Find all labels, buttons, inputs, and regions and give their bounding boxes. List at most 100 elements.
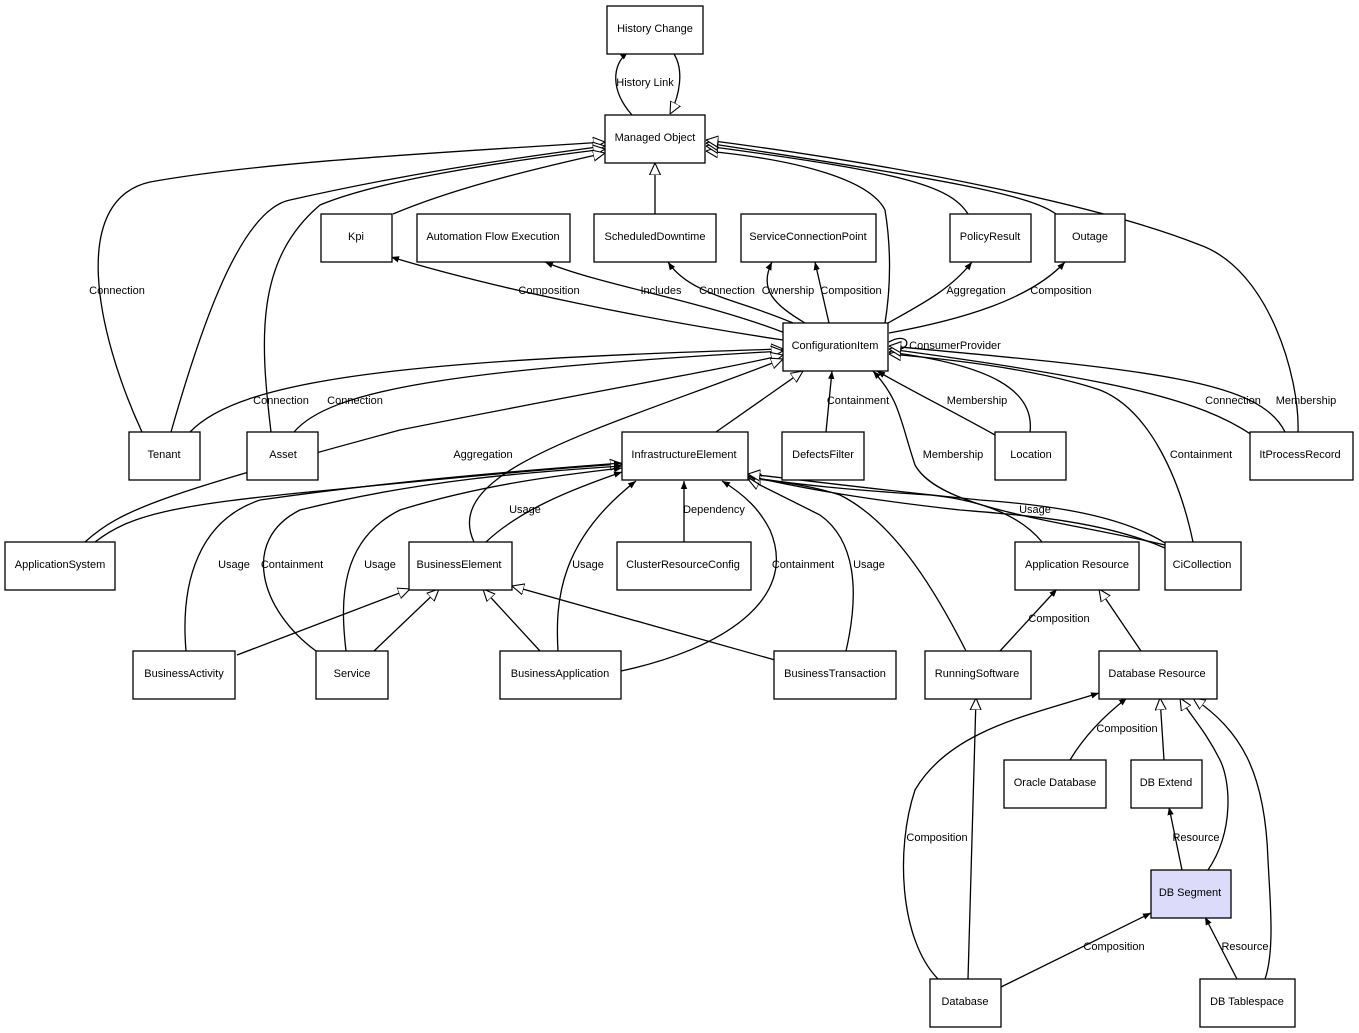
edge-bapp-be-inherit: [483, 589, 541, 652]
node-label: Service: [334, 668, 371, 680]
node-outage[interactable]: Outage: [1054, 213, 1126, 263]
node-label: Outage: [1072, 231, 1108, 243]
edge-itpr-ci-membership: [889, 346, 1286, 433]
edge-ie-ci-inherit: [715, 371, 803, 433]
label-consumer-provider: ConsumerProvider: [909, 340, 1001, 352]
edge-ci-outage-composition: [888, 261, 1066, 334]
edge-db-seg-composition: [1000, 912, 1152, 988]
node-label: Kpi: [348, 231, 364, 243]
edge-cic-ie-inherit: [748, 474, 1166, 544]
node-label: RunningSoftware: [935, 668, 1019, 680]
label-bt-ie-usage: Usage: [853, 559, 885, 571]
edge-itpr-mo-inherit: [706, 140, 1299, 433]
label-history-link: History Link: [616, 77, 674, 89]
node-ci-collection[interactable]: CiCollection: [1164, 541, 1242, 591]
node-cluster-resource-config[interactable]: ClusterResourceConfig: [616, 541, 752, 591]
edge-history-link-in: [670, 53, 680, 114]
label-svc-ie-containment: Containment: [261, 559, 323, 571]
label-ci-scp-composition: Composition: [820, 285, 881, 297]
edge-ts-seg-resource: [1204, 916, 1238, 980]
node-label: DB Tablespace: [1210, 996, 1284, 1008]
edge-loc-ci-membership: [876, 370, 996, 436]
node-label: BusinessTransaction: [784, 668, 886, 680]
node-defects-filter[interactable]: DefectsFilter: [781, 431, 865, 481]
label-ci-afe-includes: Includes: [641, 285, 682, 297]
label-loc-ci-membership: Membership: [947, 395, 1008, 407]
label-ci-sd-connection: Connection: [699, 285, 755, 297]
label-cic-ci-containment: Containment: [1170, 449, 1232, 461]
node-label: DB Extend: [1140, 777, 1193, 789]
node-automation-flow-execution[interactable]: Automation Flow Execution: [416, 213, 571, 263]
label-be-ie-usage: Usage: [509, 504, 541, 516]
node-business-transaction[interactable]: BusinessTransaction: [773, 650, 897, 700]
node-infrastructure-element[interactable]: InfrastructureElement: [621, 431, 749, 481]
label-ci-scp-ownership: Ownership: [762, 285, 815, 297]
node-label: DefectsFilter: [792, 449, 854, 461]
node-database[interactable]: Database: [929, 978, 1002, 1028]
edge-be-ie-usage: [485, 471, 623, 543]
node-location[interactable]: Location: [994, 431, 1067, 481]
label-asset-ci-connection: Connection: [327, 395, 383, 407]
edge-ci-kpi-composition: [390, 256, 784, 341]
node-application-resource[interactable]: Application Resource: [1014, 541, 1140, 591]
node-label: Automation Flow Execution: [426, 231, 559, 243]
node-history-change[interactable]: History Change: [606, 5, 704, 55]
edge-as-ie-aggregation: [94, 464, 622, 543]
edge-svc-be-inherit: [373, 589, 439, 652]
edge-seg-dbr-inherit: [1180, 698, 1229, 871]
node-label: DB Segment: [1159, 887, 1221, 899]
edge-pr-mo-inherit: [706, 146, 969, 215]
node-db-tablespace[interactable]: DB Tablespace: [1199, 978, 1296, 1028]
edge-as-ci-aggregation: [84, 355, 783, 543]
node-label: Database Resource: [1108, 668, 1205, 680]
node-label: BusinessActivity: [144, 668, 224, 680]
edge-ci-scp-ownership: [765, 261, 806, 324]
node-tenant[interactable]: Tenant: [128, 431, 201, 481]
edge-tenant-mo-connection: [97, 142, 605, 433]
node-managed-object[interactable]: Managed Object: [604, 114, 706, 164]
node-label: BusinessElement: [417, 559, 502, 571]
label-cic-ie-usage: Usage: [1019, 504, 1051, 516]
label-crc-ie-dependency: Dependency: [683, 504, 745, 516]
node-kpi[interactable]: Kpi: [320, 213, 393, 263]
edge-svc-ie-usage: [342, 465, 623, 652]
label-tenant-ci-connection: Connection: [253, 395, 309, 407]
label-rs-ar-composition: Composition: [1028, 613, 1089, 625]
node-application-system[interactable]: ApplicationSystem: [4, 541, 116, 591]
edge-ci-afe-includes: [544, 261, 786, 334]
edge-tenant-mo-inherit: [170, 146, 605, 433]
edge-svc-ie-containment: [262, 463, 623, 652]
node-database-resource[interactable]: Database Resource: [1098, 650, 1218, 700]
node-policy-result[interactable]: PolicyResult: [949, 213, 1032, 263]
node-business-element[interactable]: BusinessElement: [408, 541, 513, 591]
node-business-application[interactable]: BusinessApplication: [499, 650, 622, 700]
node-running-software[interactable]: RunningSoftware: [924, 650, 1032, 700]
node-db-extend[interactable]: DB Extend: [1130, 759, 1203, 809]
node-label: CiCollection: [1173, 559, 1232, 571]
node-label: Location: [1010, 449, 1052, 461]
node-db-segment[interactable]: DB Segment: [1150, 869, 1232, 919]
node-service[interactable]: Service: [315, 650, 389, 700]
edge-cic-ci-membership: [872, 370, 1166, 546]
edge-ci-sd-connection: [667, 261, 794, 324]
node-label: Managed Object: [615, 132, 696, 144]
node-it-process-record[interactable]: ItProcessRecord: [1249, 431, 1354, 481]
label-as-ie-aggregation: Aggregation: [453, 449, 512, 461]
label-ci-pr-aggregation: Aggregation: [946, 285, 1005, 297]
node-business-activity[interactable]: BusinessActivity: [132, 650, 236, 700]
edge-dbr-ar-inherit: [1099, 589, 1142, 652]
label-db-dbr-composition: Composition: [906, 832, 967, 844]
node-configuration-item[interactable]: ConfigurationItem: [782, 322, 889, 372]
node-asset[interactable]: Asset: [246, 431, 319, 481]
edge-bapp-ie-usage: [556, 480, 637, 652]
edge-ci-pr-aggregation: [887, 261, 973, 324]
edge-outage-mo-inherit: [706, 143, 1057, 215]
edge-rs-ar-composition: [999, 588, 1058, 652]
node-service-connection-point[interactable]: ServiceConnectionPoint: [740, 213, 877, 263]
label-ba-ie-usage: Usage: [218, 559, 250, 571]
node-scheduled-downtime[interactable]: ScheduledDowntime: [593, 213, 717, 263]
edge-bapp-ie-containment: [620, 480, 777, 672]
edge-ci-mo-inherit: [706, 151, 891, 324]
node-label: ApplicationSystem: [15, 559, 106, 571]
node-oracle-database[interactable]: Oracle Database: [1003, 759, 1107, 809]
